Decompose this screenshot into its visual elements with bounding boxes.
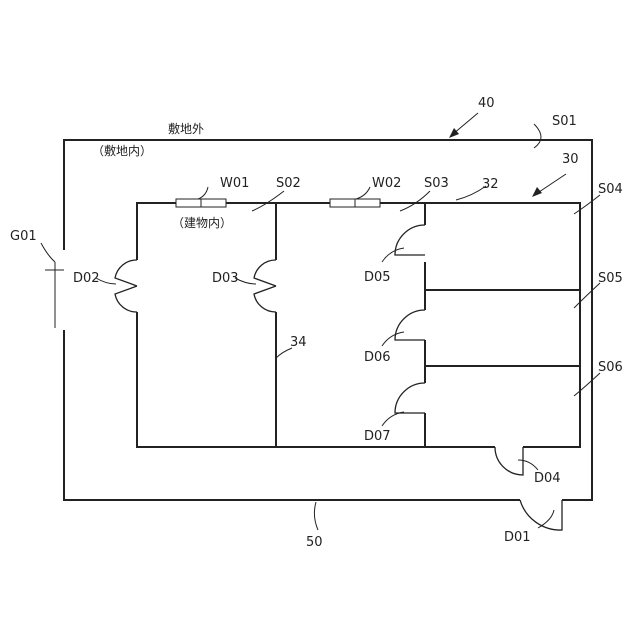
building-outline xyxy=(137,203,580,447)
label-d07: D07 xyxy=(364,429,391,444)
label-s01: S01 xyxy=(552,114,577,129)
door-d07 xyxy=(395,383,425,413)
label-d06: D06 xyxy=(364,350,391,365)
label-d01: D01 xyxy=(504,530,531,545)
door-d01 xyxy=(520,500,562,530)
label-d04: D04 xyxy=(534,471,561,486)
label-ref-30: 30 xyxy=(562,152,579,167)
door-d04 xyxy=(495,447,523,475)
door-d02 xyxy=(115,260,137,312)
label-d02: D02 xyxy=(73,271,100,286)
label-ref-32: 32 xyxy=(482,177,499,192)
label-s05: S05 xyxy=(598,271,623,286)
arrow-30 xyxy=(532,174,566,197)
door-d05 xyxy=(395,225,425,255)
label-ref-50: 50 xyxy=(306,535,323,550)
door-d03 xyxy=(254,260,276,312)
label-d05: D05 xyxy=(364,270,391,285)
gate-g01 xyxy=(45,262,64,328)
label-ref-40: 40 xyxy=(478,96,495,111)
label-w02: W02 xyxy=(372,176,401,191)
label-site-inside: （敷地内） xyxy=(92,143,152,158)
label-ref-34: 34 xyxy=(290,335,307,350)
label-s04: S04 xyxy=(598,182,623,197)
label-site-outside: 敷地外 xyxy=(168,121,204,136)
label-s03: S03 xyxy=(424,176,449,191)
label-building-inside: （建物内） xyxy=(172,216,232,230)
label-g01: G01 xyxy=(10,229,37,244)
door-d06 xyxy=(395,310,425,340)
interior-walls xyxy=(276,203,580,447)
label-d03: D03 xyxy=(212,271,239,286)
label-s06: S06 xyxy=(598,360,623,375)
label-w01: W01 xyxy=(220,176,249,191)
label-s02: S02 xyxy=(276,176,301,191)
arrow-40 xyxy=(449,113,478,138)
